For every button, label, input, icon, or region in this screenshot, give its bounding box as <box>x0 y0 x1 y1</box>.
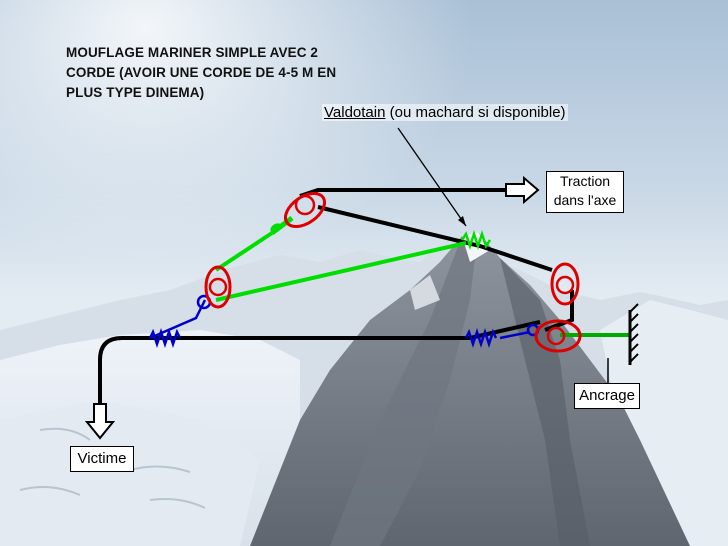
title-line-3: PLUS TYPE DINEMA) <box>66 85 205 100</box>
ancrage-label-text: Ancrage <box>579 387 635 404</box>
rope-traction <box>299 188 505 198</box>
traction-label-line-1: Traction <box>559 173 611 189</box>
prusik-right-link <box>499 330 531 340</box>
victime-label-text: Victime <box>77 450 127 467</box>
valdotain-label-rest: (ou machard si disponible) <box>385 104 566 121</box>
pulley-upper-left <box>283 191 327 229</box>
victim-arrow-icon <box>84 403 116 440</box>
traction-label-line-2: dans l'axe <box>553 192 617 208</box>
anchor-wall <box>628 303 639 365</box>
victime-label: Victime <box>70 446 134 472</box>
diagram-title: MOUFLAGE MARINER SIMPLE AVEC 2 CORDE (AV… <box>66 43 386 103</box>
valdotain-label: Valdotain (ou machard si disponible) <box>322 104 568 121</box>
pulley-left <box>204 265 232 309</box>
traction-label: Traction dans l'axe <box>546 171 624 213</box>
ancrage-label: Ancrage <box>574 383 640 409</box>
title-line-2: CORDE (AVOIR UNE CORDE DE 4-5 M EN <box>66 65 337 80</box>
pulley-anchor <box>534 319 582 353</box>
valdotain-pointer <box>397 127 467 227</box>
traction-arrow-icon <box>505 175 540 205</box>
rope-lower-to-upper-pulley <box>469 320 541 340</box>
valdotain-knot <box>460 230 492 250</box>
title-line-1: MOUFLAGE MARINER SIMPLE AVEC 2 <box>66 45 319 60</box>
rope-victim-segment <box>98 336 470 410</box>
dinema-rope-upper <box>214 231 274 272</box>
pulley-right <box>550 262 580 306</box>
dinema-rope-lower <box>215 241 467 302</box>
prusik-left-link <box>149 299 207 340</box>
valdotain-label-main: Valdotain <box>324 104 386 121</box>
prusik-right <box>464 328 498 348</box>
rope-diagonal <box>317 205 553 272</box>
